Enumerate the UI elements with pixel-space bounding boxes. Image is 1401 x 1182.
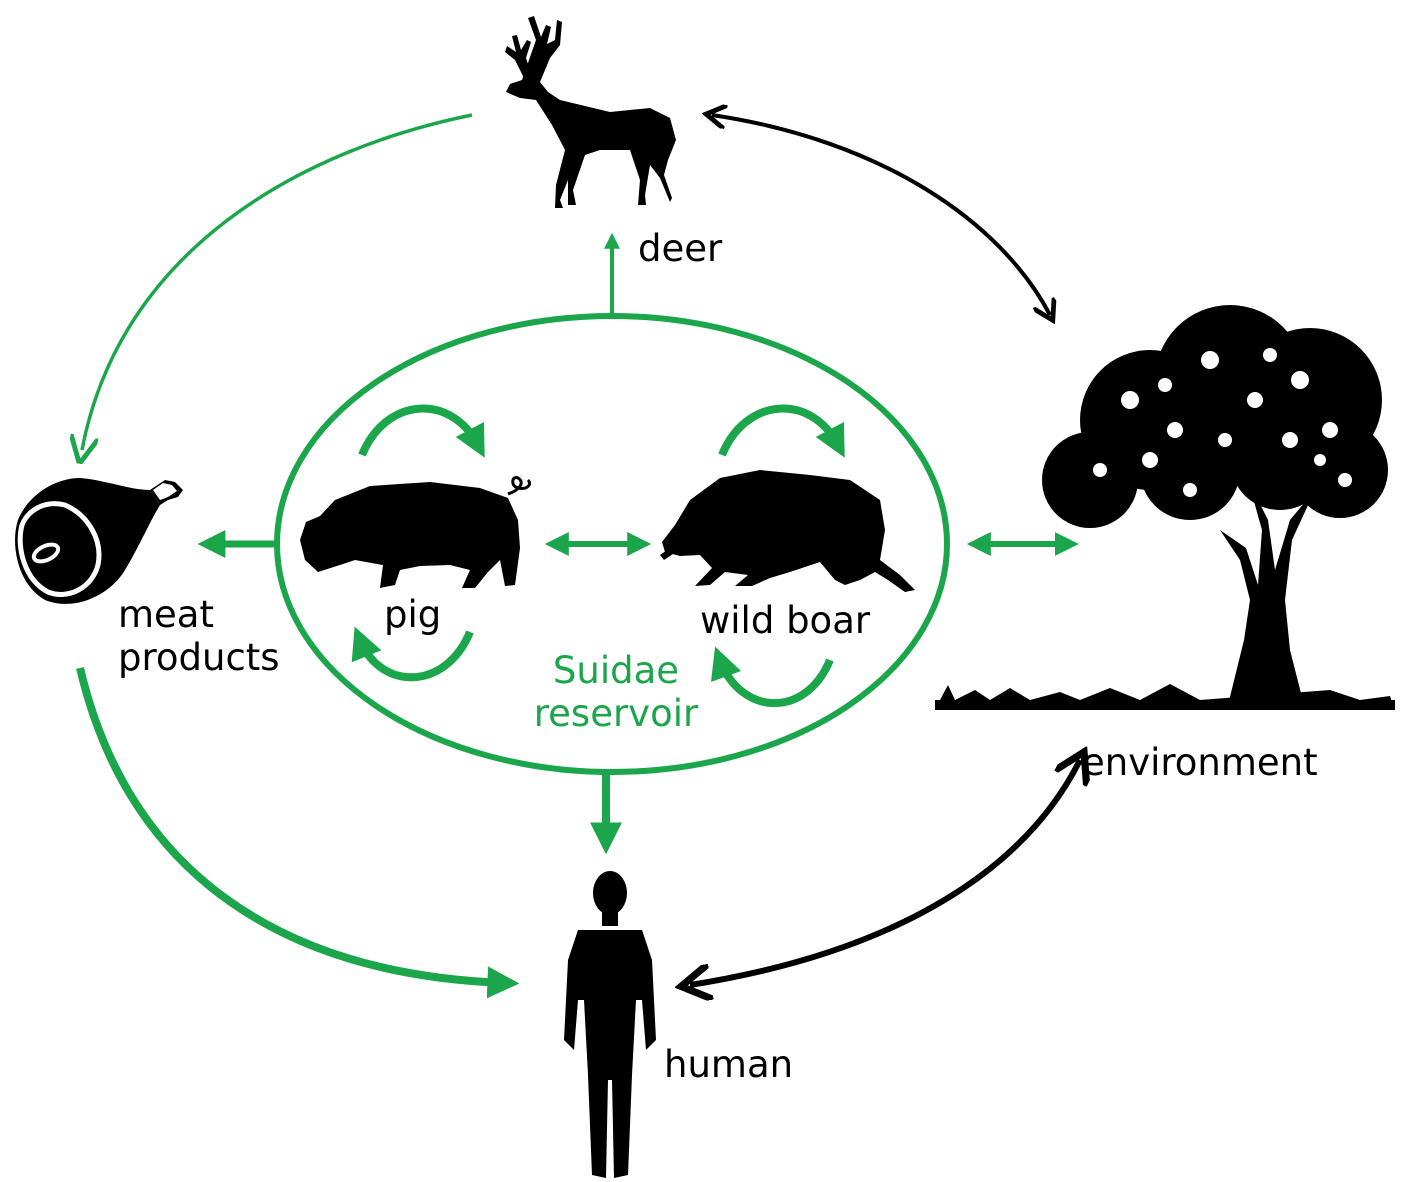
wild-boar-icon [660,470,915,592]
meat-label-line1: meat [118,594,280,637]
reservoir-label-line2: reservoir [518,693,714,736]
ham-icon [15,478,183,604]
reservoir-label-line1: Suidae [518,650,714,693]
arrow-deer-to-meat [82,115,472,450]
pig-cycle-top-arrow [362,409,478,455]
meat-products-label: meat products [118,594,280,679]
boar-cycle-top-arrow [722,409,838,455]
arrow-human-environment [690,760,1080,985]
human-label: human [664,1044,793,1087]
arrow-meat-to-human [80,668,505,983]
arrow-deer-environment [712,115,1050,315]
pig-cycle-bottom-arrow [360,632,470,677]
human-icon [564,871,656,1178]
environment-label: environment [1082,742,1318,785]
pig-icon [300,477,530,588]
tree-icon [935,305,1395,710]
meat-label-line2: products [118,637,280,680]
deer-label: deer [638,228,722,271]
boar-cycle-bottom-arrow [720,660,830,703]
wild-boar-label: wild boar [700,600,870,643]
pig-label: pig [384,594,441,637]
suidae-reservoir-label: Suidae reservoir [518,650,714,735]
deer-icon [505,16,676,208]
